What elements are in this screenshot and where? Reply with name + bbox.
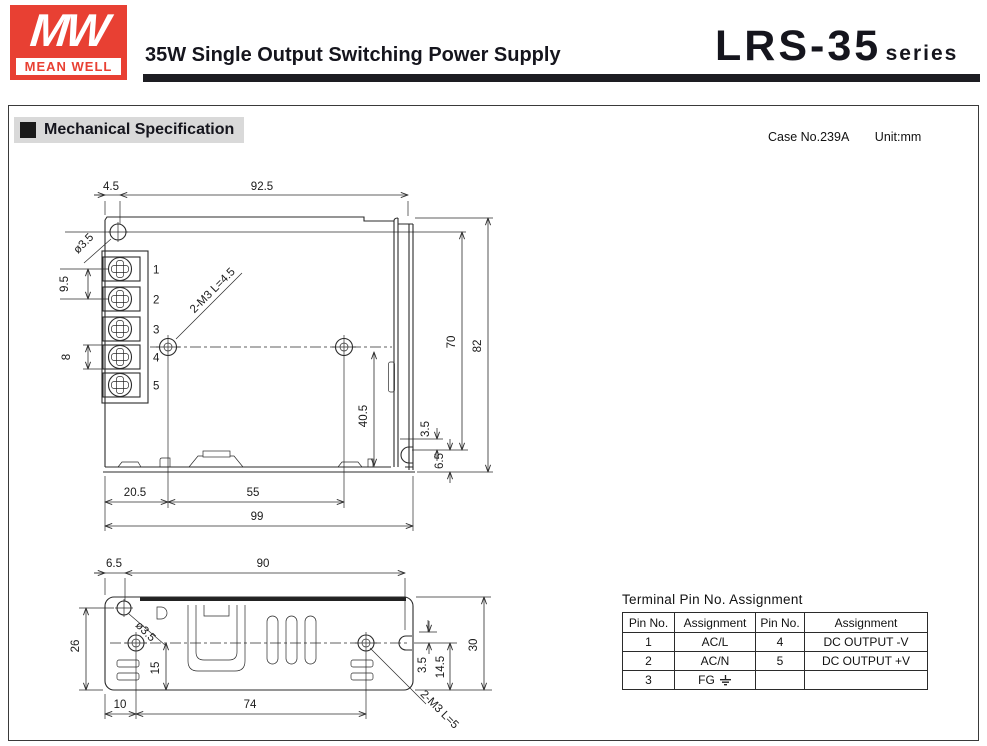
table-header-row: Pin No. Assignment Pin No. Assignment	[622, 612, 928, 633]
side-view-drawing: 4.5 92.5	[59, 181, 493, 531]
series-suffix: series	[885, 42, 959, 65]
terminal-block: 1 2 3 4 5	[101, 250, 160, 404]
dim-40-5-label: 40.5	[358, 405, 370, 427]
dim-26-label: 26	[70, 640, 82, 653]
col-header-assignment-1: Assignment	[674, 612, 756, 633]
case-number: Case No.239A	[768, 130, 850, 144]
fg-label: FG	[698, 673, 715, 687]
pin-5-label: 5	[153, 381, 159, 393]
side-bottom-dimensions: 20.5 55 99	[105, 359, 413, 531]
bottom-view-drawing: 6.5 90 ø3	[70, 558, 492, 731]
section-header: Mechanical Specification	[14, 117, 245, 143]
side-case-outline	[103, 216, 415, 473]
dim-14-5-label: 14.5	[435, 656, 447, 678]
dim-3-5-bottom-label: 3.5	[417, 657, 429, 673]
bottom-m3-note-label: 2-M3 L=5	[418, 688, 461, 731]
dim-6-5-side-label: 6.5	[434, 453, 446, 469]
dim-20-5-label: 20.5	[124, 487, 146, 499]
table-cell: DC OUTPUT +V	[804, 651, 928, 671]
dim-8-label: 8	[61, 354, 73, 360]
pin-table-title: Terminal Pin No. Assignment	[622, 592, 803, 607]
table-row: 3 FG	[622, 670, 928, 690]
mechanical-drawing: 4.5 92.5	[59, 181, 493, 731]
meanwell-logo: MW MEAN WELL	[10, 4, 127, 80]
bottom-top-dimension: 6.5 90	[94, 558, 405, 630]
dim-4-5-label: 4.5	[103, 181, 119, 193]
dim-82-label: 82	[472, 340, 484, 353]
pin-assignment-table: Pin No. Assignment Pin No. Assignment 1 …	[622, 612, 928, 690]
table-cell: 2	[622, 651, 675, 671]
dim-55-label: 55	[247, 487, 260, 499]
section-title-label: Mechanical Specification	[44, 121, 235, 138]
unit-label: Unit:mm	[874, 130, 922, 144]
dim-6-5-bottom-label: 6.5	[106, 558, 122, 570]
dim-10-label: 10	[114, 699, 127, 711]
logo-mw-monogram: MW	[27, 4, 110, 56]
table-cell: 1	[622, 632, 675, 652]
series-name: LRS-35	[715, 22, 882, 70]
pin-3-label: 3	[153, 325, 159, 337]
dim-74-label: 74	[244, 699, 257, 711]
dim-15-label: 15	[150, 662, 162, 675]
table-cell	[804, 670, 928, 690]
table-row: 2 AC/N 5 DC OUTPUT +V	[622, 651, 928, 671]
col-header-pin-no-2: Pin No.	[755, 612, 805, 633]
bottom-m3-holes: 2-M3 L=5	[125, 632, 461, 731]
table-cell: AC/L	[674, 632, 756, 652]
document-title: 35W Single Output Switching Power Supply	[145, 44, 561, 66]
pin-4-label: 4	[153, 353, 160, 365]
dim-70-label: 70	[446, 336, 458, 349]
dim-40-5: 40.5	[358, 352, 374, 466]
bottom-case-outline	[104, 596, 414, 691]
dim-99-label: 99	[251, 511, 264, 523]
dim-90-label: 90	[257, 558, 270, 570]
side-m3-note-label: 2-M3 L=4.5	[188, 266, 238, 316]
bottom-right-dimensions: 3.5 14.5 30	[414, 597, 492, 690]
table-cell: 5	[755, 651, 805, 671]
col-header-pin-no-1: Pin No.	[622, 612, 675, 633]
title-underline-bar	[143, 74, 980, 82]
terminal-screws	[107, 256, 133, 398]
table-cell: FG	[674, 670, 756, 690]
series-title: LRS-35 series	[715, 22, 958, 71]
table-row: 1 AC/L 4 DC OUTPUT -V	[622, 632, 928, 652]
table-cell: 4	[755, 632, 805, 652]
table-cell: AC/N	[674, 651, 756, 671]
pin-assignment-section: Terminal Pin No. Assignment Pin No. Assi…	[622, 592, 934, 690]
table-cell	[755, 670, 805, 690]
table-cell: DC OUTPUT -V	[804, 632, 928, 652]
dim-9-5-label: 9.5	[59, 276, 71, 292]
logo-brand-name: MEAN WELL	[16, 58, 121, 75]
pin-pitch-dimensions: 9.5 8	[59, 269, 108, 369]
case-info: Case No.239A Unit:mm	[768, 130, 921, 144]
dim-3-5-side-label: 3.5	[420, 421, 432, 437]
section-bullet-icon	[20, 122, 36, 138]
dim-92-5-label: 92.5	[251, 181, 273, 193]
side-hole-dia-label: ø3.5	[71, 231, 96, 256]
earth-ground-icon	[719, 674, 731, 685]
content-frame	[8, 105, 979, 741]
dim-26: 26	[70, 608, 114, 690]
side-top-dimension: 4.5 92.5	[94, 181, 408, 227]
col-header-assignment-2: Assignment	[804, 612, 928, 633]
table-cell: 3	[622, 670, 675, 690]
side-right-dimensions: 70 82 3.5 6.5	[400, 218, 493, 483]
pin-2-label: 2	[153, 295, 159, 307]
side-m3-holes: 2-M3 L=4.5	[156, 266, 356, 359]
bottom-bottom-dimensions: 10 74	[105, 654, 366, 719]
dim-30-label: 30	[468, 639, 480, 652]
dim-15: 15	[150, 643, 166, 690]
pin-1-label: 1	[153, 265, 159, 277]
